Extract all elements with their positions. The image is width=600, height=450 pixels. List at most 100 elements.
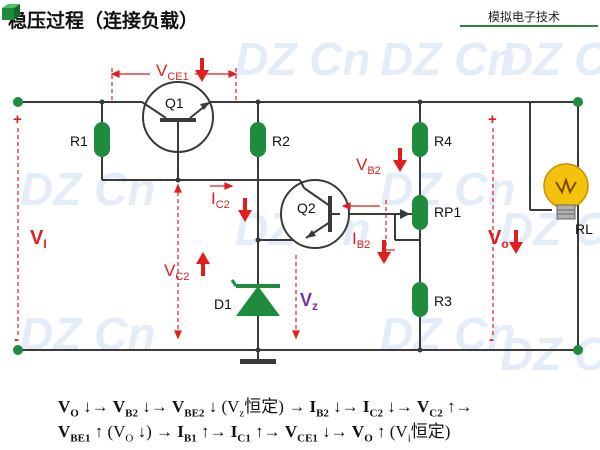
- equation-token: ↓→: [137, 397, 172, 416]
- zener-diode-d1: [230, 279, 280, 316]
- equation-token: ↓→: [383, 397, 417, 416]
- equation-token: ↓→: [78, 397, 113, 416]
- equation-line-2: VBE1 ↑ (VO ↓) → IB1 ↑→ IC1 ↑→ VCE1 ↓→ VO…: [58, 417, 450, 444]
- arrow-down-icon: [509, 242, 523, 254]
- page-title: 稳压过程（连接负载）: [8, 10, 199, 32]
- equation-token: I: [362, 397, 370, 416]
- polarity-minus: -: [14, 331, 19, 348]
- equation-token: ↓) →: [133, 422, 178, 441]
- equation-token: 恒定) →: [244, 397, 310, 416]
- label-vz: Vz: [300, 290, 318, 313]
- equation-line-1: VO ↓→ VB2 ↓→ VBE2 ↓ (Vz恒定) → IB2 ↓→ IC2 …: [58, 392, 472, 419]
- polarity-plus: +: [488, 111, 497, 128]
- equation-token: C2: [429, 407, 443, 420]
- arrow-down-icon: [195, 70, 209, 82]
- equation-token: ↓→: [328, 397, 363, 416]
- equation-token: B1: [183, 432, 197, 445]
- resistor-r4: [412, 122, 428, 157]
- equation-token: O: [125, 432, 134, 445]
- transistor-q2: [280, 179, 350, 249]
- equation-token: I: [309, 397, 317, 416]
- resistor-r1: [94, 122, 110, 157]
- polarity-minus: -: [489, 331, 494, 348]
- label-q1: Q1: [165, 95, 184, 111]
- label-d1: D1: [214, 296, 232, 312]
- equation-token: ↓→: [317, 422, 352, 441]
- equation-token: 恒定): [410, 422, 451, 441]
- equation-token: CE1: [297, 432, 318, 445]
- watermark-text: DZ Cn: [500, 33, 600, 85]
- label-ib2: IB2: [352, 229, 370, 251]
- transistor-q1: [141, 81, 214, 153]
- trend-arrows: [195, 58, 523, 276]
- header-divider: [460, 25, 598, 27]
- equation-token: ↑→: [196, 422, 231, 441]
- equation-token: V: [284, 422, 298, 441]
- equation-token: O: [70, 407, 79, 420]
- equation-token: ↓ (V: [204, 397, 240, 416]
- equation-token: V: [417, 397, 430, 416]
- lightbulb-icon: [543, 163, 589, 220]
- label-rl: RL: [575, 221, 593, 237]
- watermark-text: DZ Cn: [500, 328, 600, 380]
- equation-token: V: [112, 397, 126, 416]
- label-r1: R1: [70, 133, 88, 149]
- label-vce1: VCE1: [156, 61, 189, 83]
- watermark-text: DZ Cn: [20, 163, 155, 215]
- equation-token: C2: [369, 407, 383, 420]
- equation-token: z: [239, 407, 245, 420]
- equation-token: ↑→: [250, 422, 285, 441]
- label-vb2: VB2: [356, 155, 381, 177]
- polarity-plus: +: [13, 111, 22, 128]
- terminals: [13, 97, 583, 355]
- label-q2: Q2: [297, 200, 316, 216]
- equation-token: V: [58, 422, 71, 441]
- equation-token: O: [364, 432, 373, 445]
- measurement-lines: [17, 68, 494, 338]
- label-r2: R2: [272, 133, 290, 149]
- potentiometer-wiper-arrow: [400, 209, 410, 219]
- equation-token: I: [177, 422, 184, 441]
- equation-token: BE1: [70, 432, 91, 445]
- label-vc2: VC2: [164, 261, 189, 283]
- equation-token: ↑→: [442, 397, 473, 416]
- resistor-r2: [250, 122, 266, 157]
- equation-token: C1: [237, 432, 251, 445]
- equation-token: ↑ (V: [372, 422, 408, 441]
- arrow-down-icon: [238, 210, 252, 222]
- input-terminal-positive: [13, 97, 23, 107]
- arrow-down-icon: [377, 252, 391, 264]
- ground-symbol: [240, 359, 276, 364]
- output-terminal-positive: [573, 97, 583, 107]
- label-ic2: IC2: [211, 189, 230, 211]
- equation-token: i: [407, 432, 411, 445]
- arrow-up-icon: [196, 252, 210, 264]
- equation-token: B2: [316, 407, 329, 420]
- brand-label: 模拟电子技术: [487, 10, 560, 24]
- equation-token: I: [230, 422, 238, 441]
- measurement-arrows: [110, 70, 395, 340]
- junctions: [99, 99, 423, 353]
- potentiometer-rp1: [412, 195, 428, 230]
- equation-token: V: [58, 397, 71, 416]
- label-vi: VI: [30, 227, 47, 251]
- resistor-r3: [412, 282, 428, 317]
- watermark-text: DZ Cn: [380, 33, 515, 85]
- equation-token: B2: [125, 407, 138, 420]
- arrow-down-icon: [393, 160, 407, 172]
- watermark-text: DZ Cn: [380, 308, 515, 360]
- input-terminal-negative: [13, 345, 23, 355]
- output-terminal-negative: [573, 345, 583, 355]
- equation-token: V: [351, 422, 365, 441]
- label-r3: R3: [434, 293, 452, 309]
- label-vo: Vo: [488, 227, 509, 251]
- label-rp1: RP1: [434, 204, 461, 220]
- watermark-text: DZ Cn: [235, 33, 370, 85]
- watermark-text: DZ Cn: [20, 308, 155, 360]
- equation-token: BE2: [184, 407, 205, 420]
- equation-token: ↑ (V: [90, 422, 126, 441]
- brand-cube-icon: [2, 4, 20, 20]
- equation-token: V: [171, 397, 185, 416]
- label-r4: R4: [434, 133, 452, 149]
